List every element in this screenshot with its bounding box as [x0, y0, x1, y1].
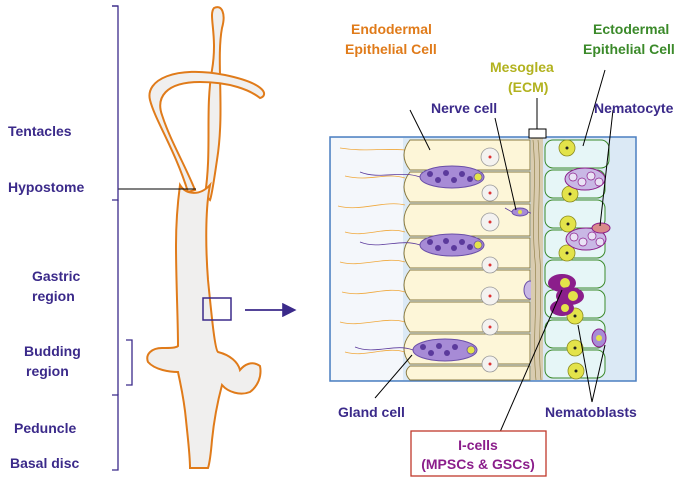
ectodermal-nuclei	[558, 139, 585, 380]
right-tentacle	[203, 6, 225, 202]
label-ectodermal-2: Epithelial Cell	[583, 41, 675, 57]
label-mesoglea-1: Mesoglea	[490, 59, 554, 75]
label-mesoglea-2: (ECM)	[508, 79, 548, 95]
endodermal-cells	[403, 139, 531, 381]
label-hypostome: Hypostome	[8, 179, 84, 195]
label-gland-cell: Gland cell	[338, 404, 405, 420]
label-peduncle: Peduncle	[14, 420, 76, 436]
mesoglea-fibers	[532, 139, 542, 381]
mesoglea	[531, 138, 543, 380]
icells-box	[410, 430, 547, 477]
label-endodermal-2: Epithelial Cell	[345, 41, 437, 57]
label-icells-2: (MPSCs & GSCs)	[421, 456, 535, 472]
endodermal-nuclei	[480, 147, 500, 373]
left-tentacle	[148, 70, 266, 194]
gastric-cavity	[331, 138, 403, 380]
flagella	[337, 147, 406, 355]
label-budding-1: Budding	[24, 343, 81, 359]
label-basal-disc: Basal disc	[10, 455, 79, 471]
label-nerve-cell: Nerve cell	[431, 100, 497, 116]
gland-cells	[354, 165, 485, 362]
label-endodermal-1: Endodermal	[351, 21, 432, 37]
pointer-lines	[374, 69, 614, 433]
tissue-panel	[329, 128, 637, 382]
label-icells-1: I-cells	[458, 437, 498, 453]
label-budding-2: region	[26, 363, 69, 379]
zoom-box	[202, 297, 232, 321]
label-nematoblasts: Nematoblasts	[545, 404, 637, 420]
label-tentacles: Tentacles	[8, 123, 72, 139]
mesoglea-marker	[528, 128, 547, 139]
label-ectodermal-1: Ectodermal	[593, 21, 669, 37]
hydra-body	[146, 6, 266, 469]
nematoblast-clusters	[564, 167, 611, 348]
label-gastric-2: region	[32, 288, 75, 304]
label-nematocyte: Nematocyte	[594, 100, 674, 116]
ectodermal-cells	[544, 139, 610, 379]
hydra-column	[146, 181, 262, 469]
label-gastric-1: Gastric	[32, 268, 80, 284]
left-brackets	[112, 5, 133, 471]
